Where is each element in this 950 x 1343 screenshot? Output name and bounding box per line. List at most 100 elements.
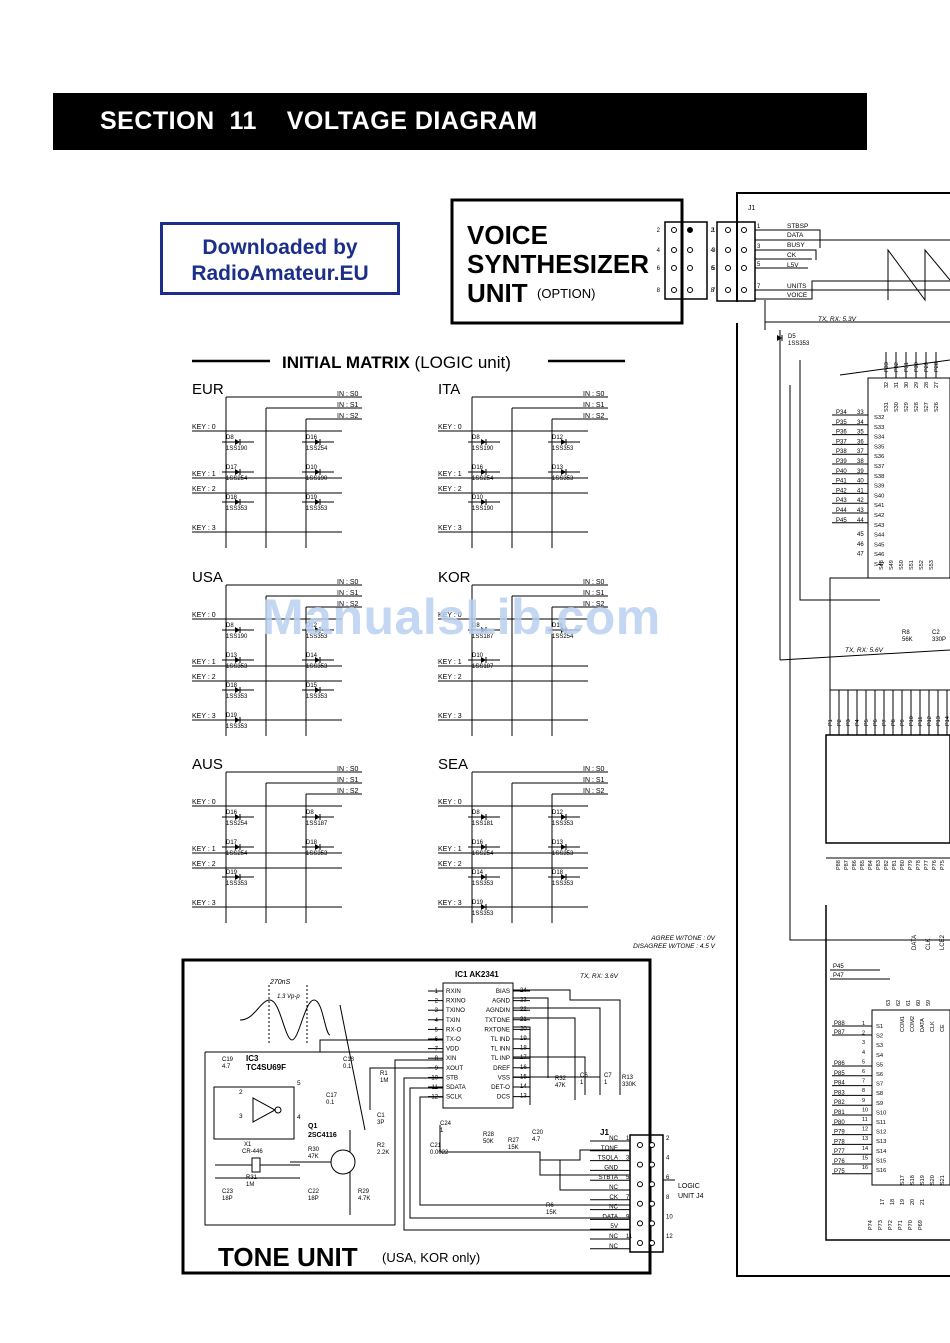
matrix-diode-ref: D17 — [226, 465, 238, 471]
tone-j1-pin-number-right: 6 — [666, 1175, 670, 1181]
voice-unit-title-line-1: VOICE — [467, 220, 548, 250]
j1-top-signal-label: BUSY — [787, 242, 805, 249]
q1-ref: Q1 — [308, 1123, 317, 1130]
matrix-diode-part: 1SS353 — [226, 506, 248, 512]
ic1-left-pin-name: TX-O — [446, 1036, 461, 1043]
matrix-diode-part: 1SS353 — [226, 664, 248, 670]
matrix-diode-ref: D8 — [472, 810, 480, 816]
ic2-bottom-port: P73 — [878, 1220, 884, 1230]
matrix-key-label: KEY : 0 — [192, 799, 216, 806]
ic2-top-signal: DATA — [912, 935, 918, 950]
ic1-ak2341-box — [442, 982, 514, 1109]
ic1-right-pin-name: TXTONE — [485, 1017, 510, 1024]
ic1-right-pin-name: VSS — [498, 1074, 510, 1081]
tone-j1-pin-number-right: 8 — [666, 1195, 670, 1201]
q1-transistor — [330, 1149, 356, 1175]
main-ic-u1 — [867, 377, 950, 579]
main-ic-top-segment: S30 — [894, 402, 900, 412]
main-ic-p-row-label: P10 — [909, 716, 915, 726]
ic2-bottom-pin-number: 21 — [920, 1199, 926, 1205]
matrix-input-label: IN : S0 — [583, 766, 605, 773]
ic2-segment-label: S3 — [876, 1043, 883, 1049]
connector-pin — [725, 265, 731, 271]
component-value-r30: 47K — [308, 1154, 319, 1160]
ic2-left-p-label: P81 — [834, 1110, 845, 1116]
connector-pin — [687, 265, 693, 271]
matrix-key-label: KEY : 2 — [438, 674, 462, 681]
component-value-c20: 4.7 — [532, 1137, 541, 1143]
ic2-left-pin-number: 8 — [862, 1088, 865, 1094]
ic2-bottom-port: P74 — [868, 1220, 874, 1230]
matrix-key-label: KEY : 2 — [192, 674, 216, 681]
main-ic-top-port: P29 — [924, 362, 930, 372]
matrix-input-label: IN : S0 — [337, 579, 359, 586]
tone-j1-pin-number: 3 — [626, 1156, 630, 1162]
main-ic-left-pin-number: 42 — [857, 498, 864, 504]
matrix-key-label: KEY : 2 — [192, 861, 216, 868]
ic2-bottom-segment: S21 — [940, 1175, 946, 1185]
ic1-right-pin-name: BIAS — [496, 988, 510, 995]
main-ic-top-segment: S31 — [884, 402, 890, 412]
matrix-key-label: KEY : 1 — [438, 471, 462, 478]
main-ic-p-row2-label: P76 — [932, 860, 938, 870]
main-ic-bottom-segment: S48 — [879, 560, 885, 570]
ic2-left-p-label: P75 — [834, 1169, 845, 1175]
matrix-diode-d19 — [481, 904, 486, 910]
connector-pin — [671, 247, 677, 253]
matrix-diode-part: 1SS353 — [552, 881, 574, 887]
main-ic-left-pin-number: 39 — [857, 469, 864, 475]
matrix-diode-ref: D16 — [472, 465, 484, 471]
matrix-diode-part: 1SS187 — [306, 821, 328, 827]
ic2-left-pin-number: 9 — [862, 1098, 865, 1104]
main-ic-bottom-segment: S52 — [919, 560, 925, 570]
main-ic-segment-label: S36 — [874, 454, 884, 460]
matrix-region-kor: KOR — [438, 569, 471, 586]
ic2-left-pin-number: 7 — [862, 1079, 865, 1085]
main-ic-p-row2-label: P85 — [860, 860, 866, 870]
ic2-left-port: P47 — [833, 973, 844, 979]
main-ic-left-pin-number: 44 — [857, 518, 864, 524]
main-ic-top-pin-number: 29 — [914, 382, 920, 388]
component-ref-c20: C20 — [532, 1130, 544, 1136]
ic2-bottom-pin-number: 20 — [910, 1199, 916, 1205]
matrix-key-label: KEY : 2 — [438, 861, 462, 868]
ic2-segment-label: S16 — [876, 1168, 886, 1174]
component-ref-c18: C18 — [343, 1057, 355, 1063]
tone-j1-pin — [649, 1142, 655, 1148]
matrix-diode-part: 1SS353 — [552, 446, 574, 452]
tone-j1-signal-label: STBTA — [599, 1174, 619, 1181]
component-value-c22: 18P — [308, 1196, 319, 1202]
ic3-ref: IC3 — [246, 1054, 259, 1063]
ic2-segment-label: S15 — [876, 1158, 886, 1164]
tone-j1-pin — [649, 1220, 655, 1227]
ic1-left-pin-number: 8 — [435, 1056, 439, 1062]
connector-pin — [687, 227, 693, 233]
matrix-key-label: KEY : 1 — [192, 471, 216, 478]
main-ic-segment-label: S43 — [874, 523, 884, 529]
ic1-right-pin-name: TL INP — [491, 1055, 510, 1062]
main-ic-segment-label: S42 — [874, 513, 884, 519]
ic2-left-pin-number: 14 — [862, 1146, 868, 1152]
matrix-diode-ref: D10 — [472, 495, 484, 501]
matrix-diode-ref: D8 — [306, 810, 314, 816]
matrix-diode-d8 — [235, 627, 240, 633]
matrix-diode-d8 — [481, 814, 486, 820]
ic2-box — [871, 1009, 950, 1186]
ic2-segment-label: S6 — [876, 1072, 883, 1078]
component-value-c23: 18P — [222, 1196, 233, 1202]
ic2-bottom-segment: S19 — [920, 1175, 926, 1185]
voice-unit-option-label: (OPTION) — [537, 286, 596, 301]
ic2-left-p-label: P85 — [834, 1071, 845, 1077]
tone-j1-signal-label: NC — [609, 1233, 618, 1240]
voice-unit-box — [450, 198, 684, 325]
matrix-diode-part: 1SS353 — [226, 881, 248, 887]
main-ic-segment-label: S32 — [874, 415, 884, 421]
main-ic-left-pin-number: 33 — [857, 410, 864, 416]
component-value-r6: 15K — [546, 1210, 557, 1216]
matrix-key-label: KEY : 1 — [192, 846, 216, 853]
downloaded-by-badge[interactable]: Downloaded by RadioAmateur.EU — [160, 222, 400, 295]
matrix-diode-part: 1SS353 — [306, 664, 328, 670]
matrix-diode-part: 1SS181 — [472, 821, 494, 827]
main-ic-left-pin-number: 41 — [857, 488, 864, 494]
ic2-segment-label: S1 — [876, 1024, 883, 1030]
